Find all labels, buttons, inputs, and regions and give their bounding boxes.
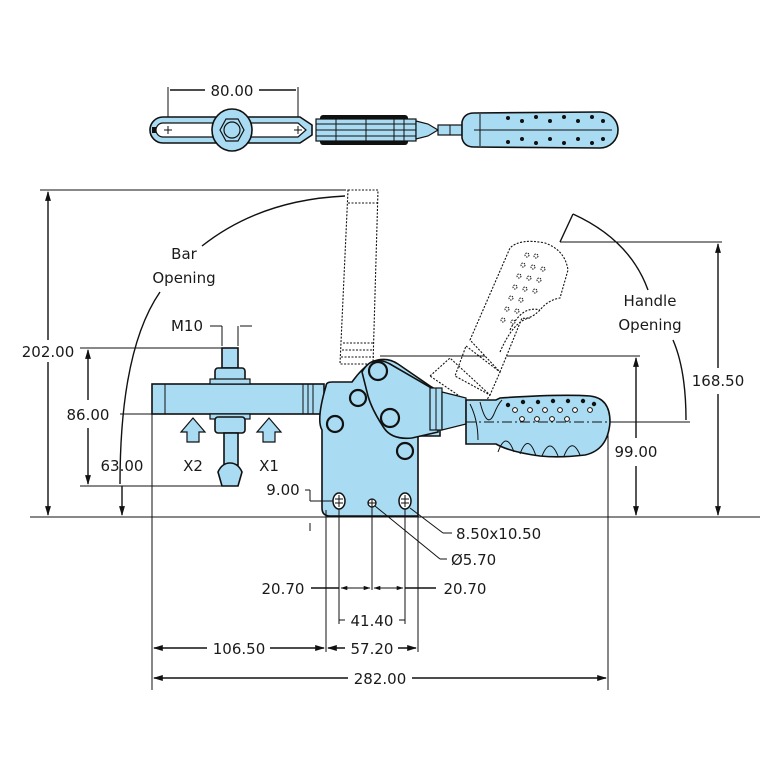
force-arrow-x1: X1: [255, 417, 283, 475]
dim-slot-size: 8.50x10.50: [409, 507, 541, 543]
dim-86-label: 86.00: [67, 406, 110, 424]
dim-handle-height-open: 168.50: [692, 243, 745, 516]
mounting-hole-center: [367, 498, 377, 508]
dim-202-label: 202.00: [22, 343, 75, 361]
top-body: [315, 115, 463, 145]
dim-offset-left-label: 20.70: [262, 580, 305, 598]
slot-size-label: 8.50x10.50: [456, 525, 541, 543]
dim-overall-height: 202.00: [22, 191, 75, 516]
dim-bar-height: 86.00: [67, 349, 110, 485]
dim-top-slot-spacing: 80.00: [167, 82, 299, 130]
dim-hole-offsets: 20.70 20.70: [262, 580, 487, 598]
handle-opening-label-1: Handle: [624, 292, 677, 310]
dim-offset-right-label: 20.70: [444, 580, 487, 598]
side-view: Bar Opening Handle Opening: [22, 189, 760, 690]
mounting-slot-right: [398, 492, 412, 510]
dim-57-label: 57.20: [351, 640, 394, 658]
dim-spindle-height: 63.00: [101, 457, 144, 516]
top-view: 80.00: [149, 82, 619, 152]
dim-168-label: 168.50: [692, 372, 745, 390]
bar-opening-label-1: Bar: [171, 245, 197, 263]
dim-63-label: 63.00: [101, 457, 144, 475]
dim-41-label: 41.40: [351, 612, 394, 630]
bar-opening-arc: [201, 195, 346, 247]
dim-slot-spacing: 41.40: [339, 612, 405, 630]
dim-base-thickness: 9.00: [266, 481, 333, 531]
dim-9-label: 9.00: [266, 481, 299, 499]
dim-reach-base: 106.50 57.20: [153, 640, 417, 658]
handle-opening-arc: [559, 213, 574, 243]
dim-282-label: 282.00: [354, 670, 407, 688]
clamp-body: [318, 358, 467, 517]
spindle: [209, 347, 251, 487]
force-label-x1: X1: [259, 457, 279, 475]
thread-label: M10: [171, 317, 203, 335]
top-handle: [461, 111, 619, 149]
dim-thread: M10: [171, 317, 252, 346]
open-handle-phantom: [429, 240, 569, 411]
dim-hole-diameter: Ø5.70: [374, 505, 496, 569]
open-bar-phantom: [339, 189, 379, 365]
handle-grip: [465, 394, 611, 458]
dim-handle-height-closed: 99.00: [615, 357, 658, 516]
dim-106-label: 106.50: [213, 640, 266, 658]
force-arrow-x2: X2: [179, 417, 207, 475]
force-label-x2: X2: [183, 457, 203, 475]
top-nut: [211, 108, 253, 152]
hole-diameter-label: Ø5.70: [451, 551, 496, 569]
dim-80-label: 80.00: [211, 82, 254, 100]
dim-99-label: 99.00: [615, 443, 658, 461]
clamp-bar: [151, 383, 325, 415]
dim-overall-length: 282.00: [153, 670, 607, 688]
bar-opening-label-2: Opening: [152, 269, 215, 287]
mounting-slot-left: [332, 492, 346, 510]
handle-opening-label-2: Opening: [618, 316, 681, 334]
